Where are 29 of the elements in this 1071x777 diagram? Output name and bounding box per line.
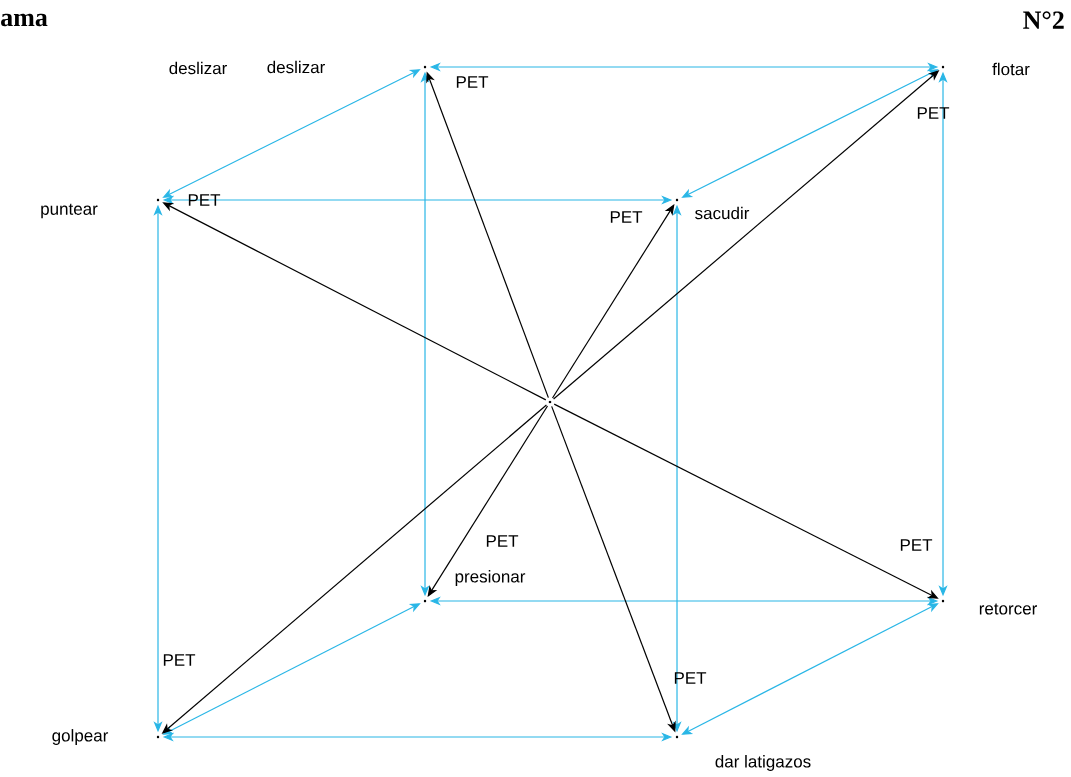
pet-label: PET (917, 107, 950, 119)
vertex-label: deslizar (169, 61, 227, 75)
pet-label: PET (188, 194, 221, 206)
arrow (427, 405, 549, 597)
vertex-point (156, 198, 160, 202)
pet-label: PET (610, 211, 643, 223)
vertex-point (423, 599, 427, 603)
vertex-point (941, 65, 945, 69)
vertex-point (675, 735, 679, 739)
pet-label: PET (900, 539, 933, 551)
vertex-label: golpear (52, 729, 109, 745)
pet-label: PET (674, 672, 707, 684)
vertex-label: deslizar (267, 60, 325, 74)
vertex-label: presionar (455, 570, 526, 586)
vertex-label: retorcer (979, 603, 1037, 615)
vertex-point (548, 400, 552, 404)
vertex-point (156, 735, 160, 739)
heading: ama (1, 13, 48, 27)
vertex-label: flotar (992, 62, 1030, 76)
vertex-label: dar latigazos (715, 755, 811, 771)
pet-label: PET (163, 654, 196, 666)
pet-label: PET (486, 535, 519, 547)
vertex-point (423, 65, 427, 69)
vertex-label: sacudir (695, 206, 750, 220)
heading: N°2 (1023, 11, 1064, 29)
vertex-label: puntear (41, 203, 98, 219)
vertex-point (941, 599, 945, 603)
pet-label: PET (456, 76, 489, 88)
vertex-point (675, 198, 679, 202)
